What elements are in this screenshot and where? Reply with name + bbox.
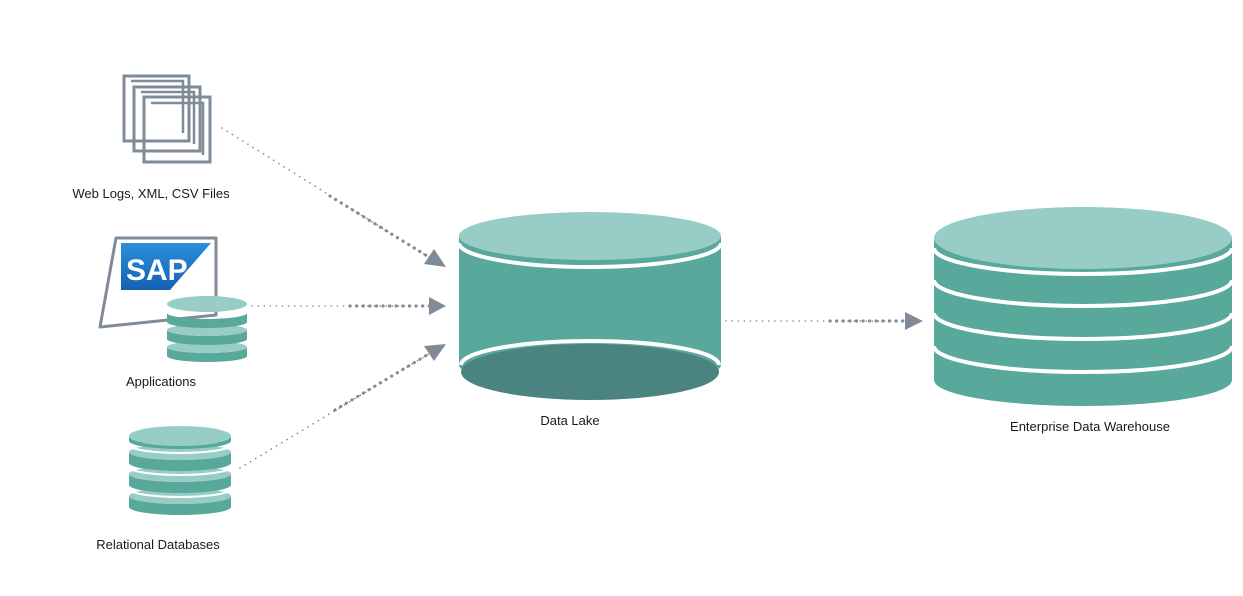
- sap-logo-text: SAP: [126, 254, 188, 287]
- arrowhead: [429, 297, 446, 315]
- arrowhead: [424, 344, 446, 361]
- warehouse-cylinder-icon: [932, 207, 1234, 406]
- source-label-files: Web Logs, XML, CSV Files: [72, 186, 230, 201]
- connector-apps-to-lake: [251, 297, 446, 315]
- source-label-databases: Relational Databases: [96, 537, 220, 552]
- connector-lake-to-warehouse: [725, 312, 923, 330]
- arrowhead: [424, 249, 446, 267]
- stacked-files-icon: [122, 74, 212, 164]
- data-lake-label: Data Lake: [540, 413, 599, 428]
- sap-laptop-icon: SAP: [98, 236, 218, 329]
- database-icon: [128, 426, 232, 515]
- arrowhead: [905, 312, 923, 330]
- connector-files-to-lake: [221, 127, 446, 267]
- database-icon: [167, 296, 247, 362]
- data-lake-cylinder-icon: [457, 212, 723, 400]
- connector-databases-to-lake: [239, 344, 446, 469]
- warehouse-label: Enterprise Data Warehouse: [1010, 419, 1170, 434]
- source-label-applications: Applications: [126, 374, 197, 389]
